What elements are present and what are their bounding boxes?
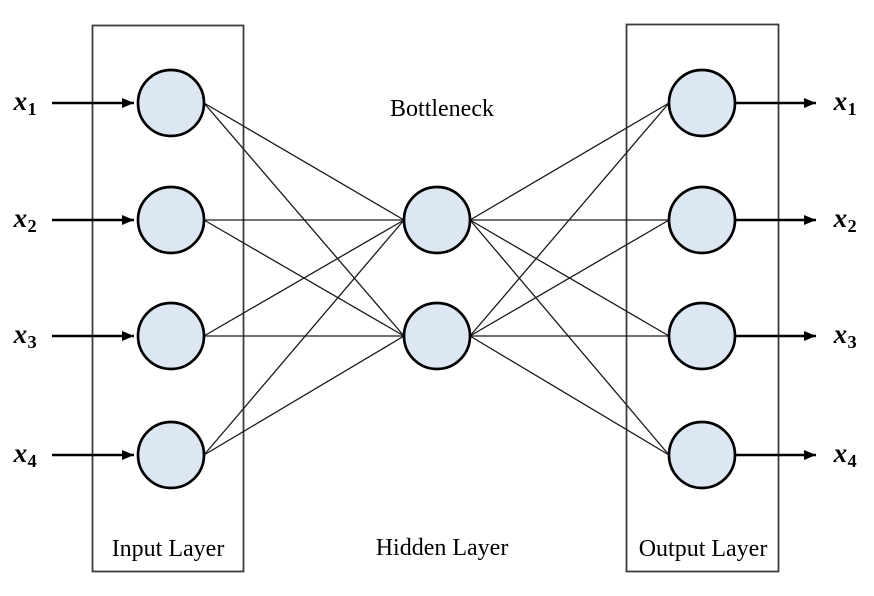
input-label-x4: x4 — [13, 438, 37, 471]
output-label-x3-base: x — [833, 319, 848, 350]
input-node-2 — [136, 185, 206, 255]
edge-hidden2-output2 — [469, 219, 670, 337]
hidden-nodes — [402, 185, 472, 371]
input-node-4 — [136, 420, 206, 490]
hidden-layer-label: Hidden Layer — [375, 535, 509, 561]
output-node-3 — [667, 301, 737, 371]
output-label-x1: x1 — [833, 86, 857, 119]
output-label-x4-sub: 4 — [847, 451, 857, 472]
input-label-x2-sub: 2 — [27, 216, 37, 237]
input-label-x2: x2 — [13, 203, 37, 236]
output-arrows — [736, 98, 816, 460]
output-label-x2-base: x — [833, 203, 848, 234]
edge-input4-hidden2 — [203, 335, 405, 456]
output-label-x1-base: x — [833, 86, 848, 117]
input-label-x1-base: x — [13, 86, 28, 117]
edge-input1-hidden1 — [203, 102, 405, 221]
output-label-x3: x3 — [833, 319, 857, 352]
input-nodes — [136, 68, 206, 490]
input-node-1 — [136, 68, 206, 138]
output-node-2 — [667, 185, 737, 255]
hidden-node-2 — [402, 301, 472, 371]
output-node-1 — [667, 68, 737, 138]
output-layer-label: Output Layer — [638, 536, 768, 562]
edge-hidden2-output1 — [469, 102, 670, 337]
input-label-x2-base: x — [13, 203, 28, 234]
hidden-node-1 — [402, 185, 472, 255]
input-layer-box — [91, 24, 245, 573]
input-layer-label: Input Layer — [111, 536, 225, 562]
output-label-x4-base: x — [833, 438, 848, 469]
input-label-x4-sub: 4 — [27, 451, 37, 472]
output-label-x1-sub: 1 — [847, 99, 857, 120]
edge-input4-hidden1 — [203, 219, 405, 456]
input-label-x1: x1 — [13, 86, 37, 119]
output-nodes — [667, 68, 737, 490]
input-label-x3: x3 — [13, 319, 37, 352]
encoder-edges — [203, 102, 405, 456]
edge-input3-hidden1 — [203, 219, 405, 337]
input-label-x3-sub: 3 — [27, 332, 37, 353]
output-node-4 — [667, 420, 737, 490]
input-label-x3-base: x — [13, 319, 28, 350]
input-node-3 — [136, 301, 206, 371]
output-label-x3-sub: 3 — [847, 332, 857, 353]
output-label-x2: x2 — [833, 203, 857, 236]
edge-hidden2-output4 — [469, 335, 670, 456]
bottleneck-label: Bottleneck — [390, 96, 494, 122]
decoder-edges — [469, 102, 670, 456]
output-layer-box — [625, 23, 780, 573]
edge-hidden1-output4 — [469, 219, 670, 456]
edge-hidden1-output1 — [469, 102, 670, 221]
output-label-x2-sub: 2 — [847, 216, 857, 237]
output-label-x4: x4 — [833, 438, 857, 471]
input-label-x1-sub: 1 — [27, 99, 37, 120]
input-arrows — [52, 98, 134, 460]
input-label-x4-base: x — [13, 438, 28, 469]
